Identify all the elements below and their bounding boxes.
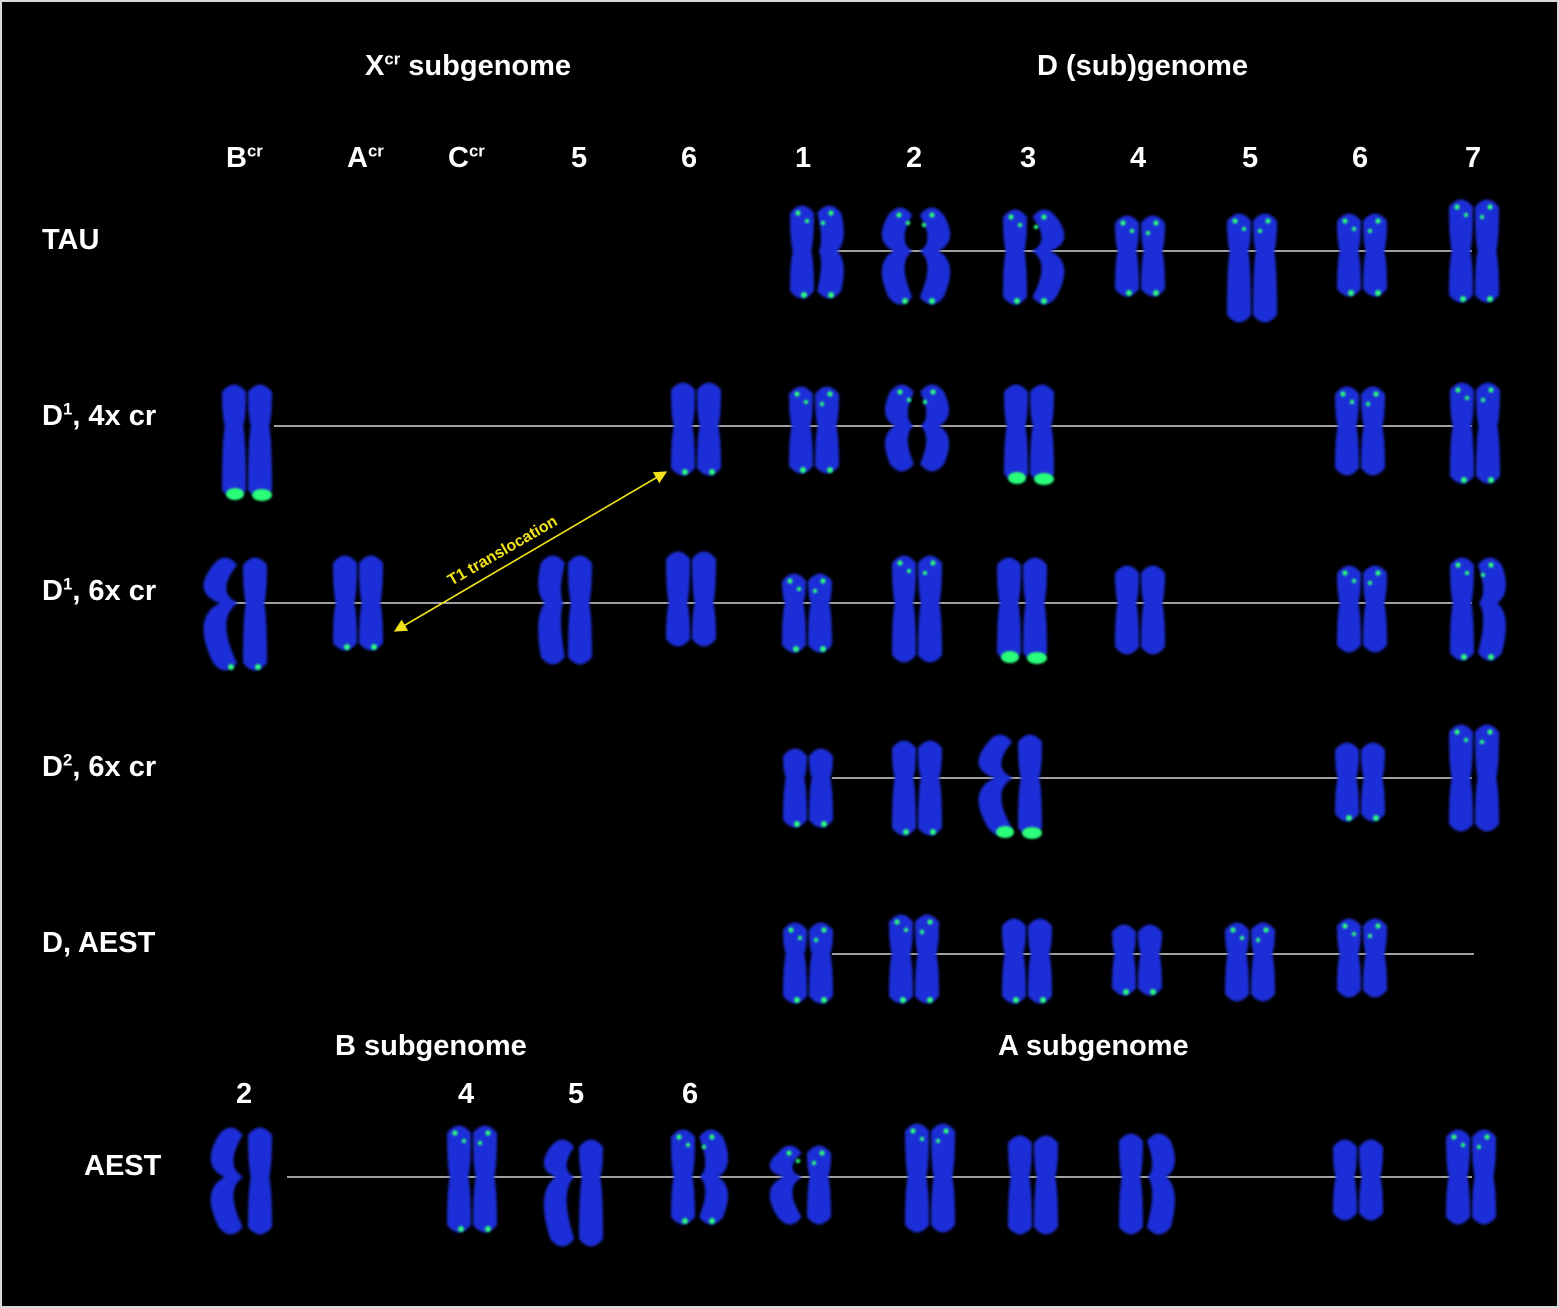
row-label-d1-6x: D1, 6x cr — [42, 574, 157, 607]
column-label-d6: 6 — [1352, 142, 1369, 174]
column-label-acr: Acr — [347, 141, 384, 174]
translocation-arrow — [393, 471, 668, 632]
d-subgenome-header: D (sub)genome — [1037, 50, 1249, 82]
chromosome-pair — [1002, 918, 1052, 1004]
chromosome-pair — [1112, 924, 1162, 996]
column-label-ccr: Ccr — [448, 141, 485, 174]
chromosome-pair — [1004, 384, 1054, 485]
column-label-x6: 6 — [681, 142, 698, 174]
chromosome-pair — [203, 557, 267, 671]
chromosome-pair — [1337, 565, 1387, 653]
chromosome-pair — [892, 740, 942, 836]
chromosome-pair — [1008, 1135, 1058, 1235]
chromosome-pair — [884, 384, 950, 472]
chromosome-pair — [1225, 922, 1275, 1002]
row-label-d-aest: D, AEST — [42, 927, 156, 959]
chromosome-pair — [1450, 557, 1506, 661]
chromosome-pair — [1446, 1129, 1496, 1225]
chromosome-pair — [1003, 209, 1065, 305]
chromosome-pair — [978, 734, 1042, 839]
chromosome-pair — [889, 914, 939, 1004]
chromosome-pair — [1115, 565, 1165, 655]
xcr-subgenome-header: Xcr subgenome — [365, 49, 572, 82]
column-label-bcr: Bcr — [226, 141, 263, 174]
chromosome-pair — [1333, 1139, 1383, 1221]
chromosome-pair — [210, 1127, 272, 1235]
column-label-b2: 2 — [236, 1078, 253, 1110]
column-label-b6: 6 — [682, 1078, 699, 1110]
chromosome-pair — [1449, 199, 1499, 303]
chromosome-pair — [671, 1129, 729, 1225]
column-label-d5: 5 — [1242, 142, 1259, 174]
chromosome-pair — [881, 207, 951, 305]
row-label-d2-6x: D2, 6x cr — [42, 750, 157, 783]
chromosome-pair — [782, 573, 832, 653]
chromosome-pair — [790, 205, 844, 299]
row-label-tau: TAU — [42, 224, 100, 256]
chromosome-pair — [671, 382, 721, 476]
column-label-x5: 5 — [571, 142, 588, 174]
column-label-b5: 5 — [568, 1078, 585, 1110]
chromosome-pair — [543, 1139, 603, 1247]
chromosome-pair — [892, 555, 942, 663]
chromosome-pair — [1119, 1133, 1175, 1235]
column-label-d3: 3 — [1020, 142, 1037, 174]
chromosome-pair — [783, 922, 833, 1004]
row-label-aest: AEST — [84, 1150, 162, 1182]
chromosome-pair — [789, 386, 839, 474]
chromosome-pair — [538, 555, 592, 665]
chromosome-pair — [333, 555, 383, 651]
row-label-d1-4x: D1, 4x cr — [42, 399, 157, 432]
chromosome-pair — [1337, 213, 1387, 297]
chromosome-pair — [1337, 918, 1387, 998]
chromosome-pair — [1115, 215, 1165, 297]
chromosome-pair — [1449, 724, 1499, 832]
b-subgenome-header: B subgenome — [335, 1030, 527, 1062]
column-label-d7: 7 — [1465, 142, 1482, 174]
chromosome-pair — [1335, 742, 1385, 822]
chromosome-pair — [997, 557, 1047, 664]
chromosome-pair — [666, 551, 716, 647]
chromosome-pair — [1227, 213, 1277, 323]
column-label-d2: 2 — [906, 142, 923, 174]
chromosome-pair — [1450, 382, 1500, 484]
chromosome-pair — [769, 1145, 831, 1225]
a-subgenome-header: A subgenome — [998, 1030, 1189, 1062]
chromosome-pair — [222, 384, 272, 501]
column-label-b4: 4 — [458, 1078, 475, 1110]
chromosome-pair — [447, 1125, 497, 1233]
chromosome-pair — [1335, 386, 1385, 476]
column-label-d4: 4 — [1130, 142, 1147, 174]
chromosome-pair — [783, 748, 833, 828]
chromosome-pair — [905, 1123, 955, 1233]
column-label-d1: 1 — [795, 142, 812, 174]
